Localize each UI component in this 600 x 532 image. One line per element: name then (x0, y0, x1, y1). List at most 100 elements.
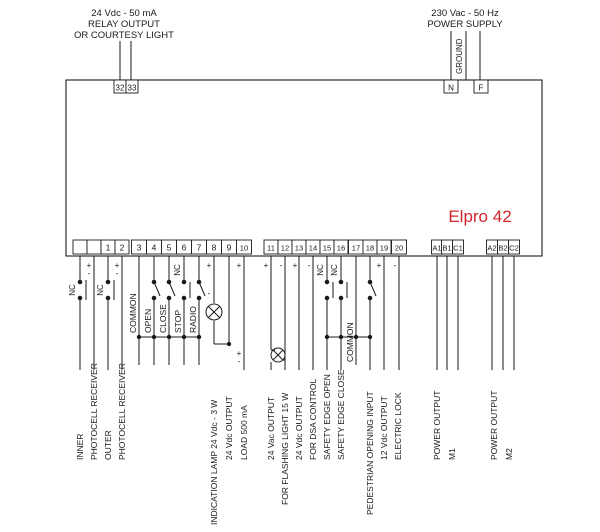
terminal-label: 18 (366, 244, 374, 253)
terminal-33-label: 33 (128, 84, 137, 93)
terminal-label: 1 (106, 243, 111, 253)
terminal-box (72, 239, 88, 255)
terminal-label: B2 (498, 244, 507, 253)
bottom-label: 12 Vdc OUTPUT (379, 396, 389, 460)
bottom-label: PHOTOCELL RECEIVER (117, 363, 127, 460)
terminal-label: B1 (442, 244, 451, 253)
bottom-label: INNER (75, 434, 85, 460)
bottom-label: LOAD 500 mA (239, 405, 249, 460)
terminal-label: 5 (167, 243, 172, 253)
control-board (65, 79, 543, 257)
relay-header-line3: OR COURTESY LIGHT (74, 30, 174, 41)
bottom-label: PEDESTRIAN OPENING INPUT (365, 391, 375, 515)
junction-dots (136, 334, 373, 347)
terminal-label: 10 (240, 244, 248, 253)
nc-contact-inner (77, 279, 87, 301)
nc-mark: NC (68, 284, 77, 296)
terminal-label: 13 (295, 244, 303, 253)
bottom-label: M2 (504, 448, 514, 460)
terminal-f-label: F (479, 84, 484, 93)
nc-mark: NC (96, 284, 105, 296)
polarity-mark: + (264, 261, 269, 270)
terminal-n-label: N (448, 84, 454, 93)
polarity-mark: - (394, 261, 397, 270)
terminal-label: 6 (182, 243, 187, 253)
polarity-mark: + (237, 349, 242, 358)
terminal-label: 8 (212, 243, 217, 253)
lead-label-open: OPEN (143, 309, 153, 333)
terminal-box-n (443, 79, 459, 94)
relay-header-line1: 24 Vdc - 50 mA (91, 8, 157, 19)
contact-safety-edge-close (338, 279, 348, 301)
terminal-32-label: 32 (116, 84, 125, 93)
polarity-mark: + (237, 261, 242, 270)
contact-stop (181, 279, 191, 301)
polarity-mark: - (238, 357, 241, 366)
polarity-mark: - (208, 289, 211, 298)
terminal-box-f (473, 79, 489, 94)
polarity-mark: + (115, 261, 120, 270)
terminal-label: 9 (227, 243, 232, 253)
terminal-label: A1 (432, 244, 441, 253)
terminal-label: C1 (453, 244, 463, 253)
top-terminal-block-power: N F (443, 79, 489, 94)
bottom-label: M1 (447, 448, 457, 460)
terminal-label: 16 (337, 244, 345, 253)
bottom-label: 24 Vac OUTPUT (266, 397, 276, 460)
polarity-mark: + (87, 261, 92, 270)
bottom-label: POWER OUTPUT (489, 391, 499, 460)
bottom-label: FOR DSA CONTROL (308, 378, 318, 460)
nc-mark: NC (330, 264, 339, 276)
lead-label-close: CLOSE (158, 304, 168, 333)
terminal-label: 3 (137, 243, 142, 253)
contact-radio (196, 279, 206, 301)
contact-pedestrian (367, 279, 377, 301)
model-name: Elpro 42 (448, 207, 511, 226)
terminal-box (333, 239, 349, 255)
polarity-mark: - (280, 261, 283, 270)
power-header-line1: 230 Vac - 50 Hz (431, 8, 499, 19)
terminal-label: 19 (380, 244, 388, 253)
bottom-label: SAFETY EDGE CLOSE (336, 369, 346, 460)
terminal-box (508, 239, 520, 255)
terminal-label: 7 (197, 243, 202, 253)
nc-mark: NC (316, 264, 325, 276)
ground-label: GROUND (455, 38, 464, 74)
flashing-light-icon (270, 347, 286, 363)
terminal-box (376, 239, 392, 255)
contact-safety-edge-open (324, 279, 334, 301)
terminal-box (114, 239, 130, 255)
terminal-label: 14 (309, 244, 317, 253)
polarity-mark: + (293, 261, 298, 270)
terminal-label: 20 (395, 244, 403, 253)
field-wiring (79, 256, 515, 370)
terminal-label: 15 (323, 244, 331, 253)
polarity-mark: + (377, 261, 382, 270)
lead-label-radio: RADIO (188, 306, 198, 333)
terminal-box (86, 239, 102, 255)
terminal-box (391, 239, 407, 255)
bottom-label: 24 Vdc OUTPUT (294, 396, 304, 460)
contact-close (166, 279, 176, 301)
polarity-mark: - (308, 261, 311, 270)
contact-open (151, 279, 161, 301)
lead-label-common-left: COMMON (128, 293, 138, 333)
polarity-mark: - (116, 269, 119, 278)
bottom-label: PHOTOCELL RECEIVER (89, 363, 99, 460)
terminal-label: 17 (352, 244, 360, 253)
terminal-label: 4 (152, 243, 157, 253)
terminal-box (236, 239, 252, 255)
relay-header-line2: RELAY OUTPUT (88, 19, 160, 30)
bottom-label: FOR FLASHING LIGHT 15 W (280, 393, 290, 505)
terminal-box-33 (125, 79, 139, 94)
terminal-label: 2 (120, 243, 125, 253)
bottom-label: ELECTRIC LOCK (393, 392, 403, 460)
power-supply-header: 230 Vac - 50 Hz POWER SUPPLY GROUND (427, 8, 503, 80)
terminal-label: C2 (509, 244, 519, 253)
indication-lamp-icon (205, 303, 223, 321)
terminal-label: A2 (487, 244, 496, 253)
